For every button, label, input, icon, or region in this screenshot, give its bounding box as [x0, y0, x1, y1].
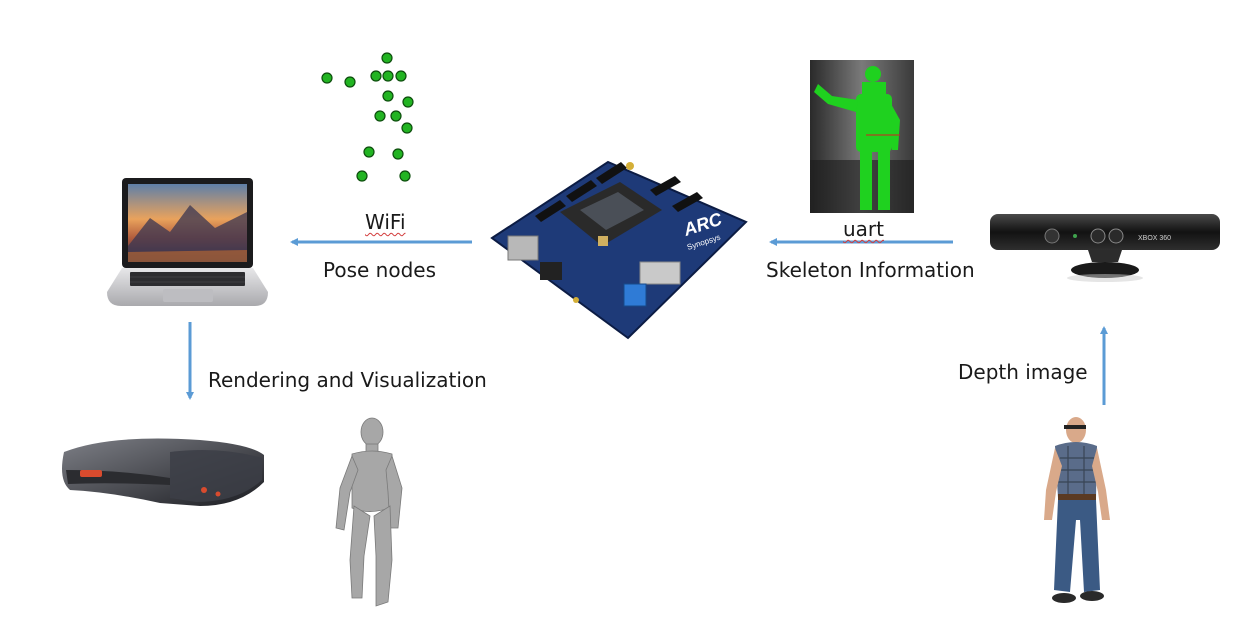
pose-node-10 — [390, 110, 402, 122]
pose-node-2 — [321, 72, 333, 84]
pose-node-4 — [370, 70, 382, 82]
pose-node-11 — [401, 122, 413, 134]
dev-board-icon: ARC Synopsys — [490, 160, 748, 340]
laptop-icon — [107, 178, 268, 306]
pose-node-1 — [381, 52, 393, 64]
depth-image-icon — [810, 60, 914, 213]
depth-image-label: Depth image — [958, 360, 1088, 384]
sensor-brand-text: XBOX 360 — [1138, 235, 1171, 242]
pose-node-9 — [374, 110, 386, 122]
pose-node-3 — [344, 76, 356, 88]
person-photo-icon — [1044, 417, 1110, 603]
depth-sensor-icon: XBOX 360 — [990, 214, 1220, 282]
pose-node-12 — [363, 146, 375, 158]
pose-node-8 — [402, 96, 414, 108]
wifi-label: WiFi — [365, 210, 406, 234]
headset-icon — [62, 438, 264, 506]
pose-node-5 — [382, 70, 394, 82]
skeleton-information-label: Skeleton Information — [766, 258, 975, 282]
pose-node-6 — [395, 70, 407, 82]
pose-node-15 — [399, 170, 411, 182]
pose-nodes-label: Pose nodes — [323, 258, 436, 282]
rendered-body-icon — [335, 417, 403, 607]
pose-nodes-icon — [321, 52, 414, 182]
pose-node-13 — [392, 148, 404, 160]
rendering-visualization-label: Rendering and Visualization — [208, 368, 487, 392]
uart-label: uart — [843, 217, 884, 241]
pose-node-7 — [382, 90, 394, 102]
pose-node-14 — [356, 170, 368, 182]
